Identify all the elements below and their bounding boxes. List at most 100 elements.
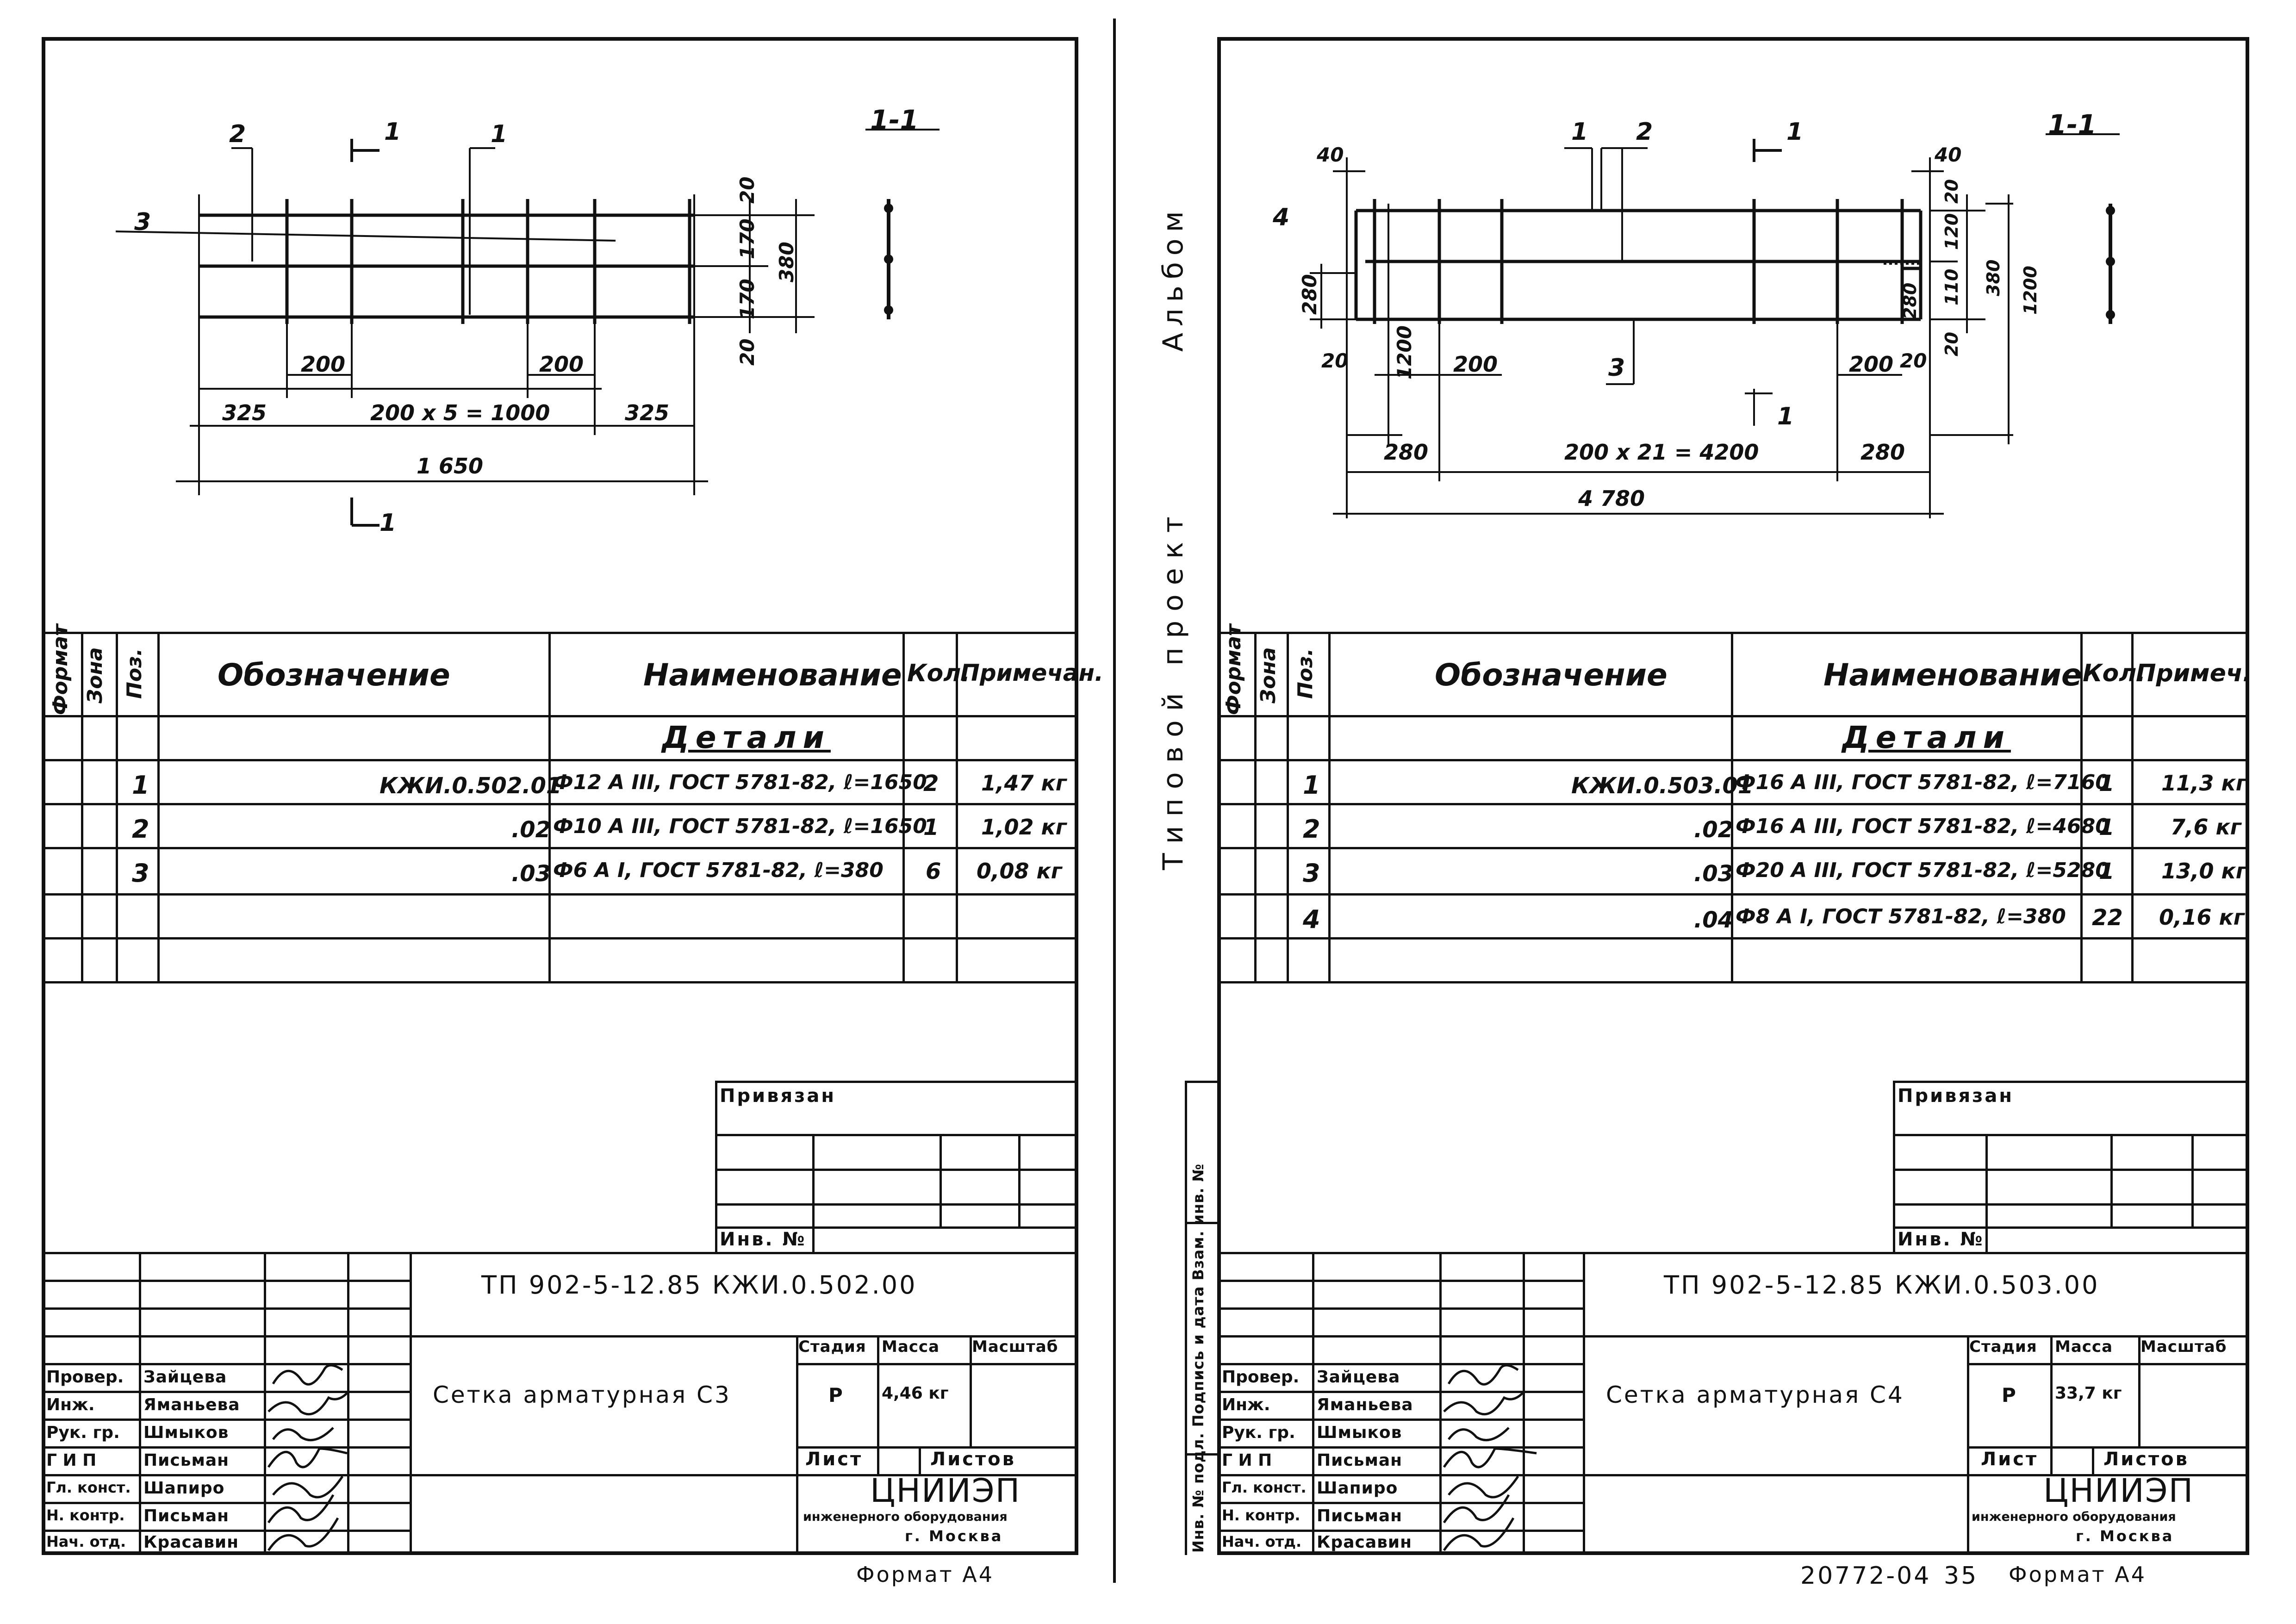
role-label: Провер.: [46, 1368, 124, 1387]
privyazan-label: Привязан: [720, 1085, 836, 1107]
role-label: Нач. отд.: [46, 1533, 126, 1550]
sheet-header: Лист: [805, 1449, 863, 1470]
role-label: Н. контр.: [1222, 1506, 1300, 1524]
mass-header: Масса: [2055, 1338, 2113, 1356]
dim-200: 200: [1453, 352, 1498, 377]
row-note: 1,47 кг: [981, 771, 1067, 796]
section-title: 1-1: [870, 104, 919, 136]
pos-label: 4: [1273, 204, 1290, 231]
role-label: Гл. конст.: [1222, 1479, 1307, 1496]
row-qty: 1: [2099, 815, 2115, 840]
role-label: Рук. гр.: [46, 1423, 120, 1442]
row-pos: 2: [132, 815, 149, 844]
privyazan-label: Привязан: [1898, 1085, 2014, 1107]
row-pos: 3: [1303, 859, 1320, 888]
row-qty: 6: [926, 859, 941, 884]
row-pos: 3: [132, 859, 149, 888]
role-label: Г И П: [46, 1451, 97, 1470]
row-designation: .03: [1694, 861, 1734, 887]
sheet-1-drawing: [115, 129, 940, 527]
format-label: Формат А4: [2009, 1562, 2147, 1587]
person-name: Шапиро: [143, 1479, 225, 1498]
pos-label: 1: [491, 120, 508, 148]
row-qty: 2: [923, 771, 939, 796]
row-note: 1,02 кг: [981, 815, 1067, 840]
row-designation: .02: [1694, 817, 1734, 843]
col-note: Примеч.: [2136, 660, 2252, 687]
col-qty: Кол.: [907, 660, 971, 687]
row-pos: 1: [132, 771, 149, 800]
dim-40: 40: [1935, 143, 1962, 166]
sheets-header: Листов: [930, 1449, 1016, 1470]
org-city: г. Москва: [2076, 1527, 2174, 1545]
dim-200: 200: [1849, 352, 1894, 377]
row-qty: 1: [923, 815, 939, 840]
row-designation: КЖИ.0.502.01: [380, 773, 562, 799]
dim-total: 4 780: [1578, 486, 1645, 511]
section-title: 1-1: [2048, 109, 2097, 140]
person-name: Красавин: [143, 1533, 239, 1552]
person-name: Зайцева: [143, 1368, 227, 1387]
doc-code: ТП 902-5-12.85 КЖИ.0.502.00: [481, 1270, 917, 1300]
row-note: 0,08 кг: [977, 859, 1062, 884]
dim-20: 20: [1900, 349, 1927, 372]
person-name: Шапиро: [1317, 1479, 1398, 1498]
person-name: Письман: [143, 1451, 230, 1470]
signatures: [1443, 1364, 1537, 1551]
org-city: г. Москва: [905, 1527, 1003, 1545]
sheet-divider: [1113, 19, 1116, 1583]
dim-40: 40: [1317, 143, 1344, 166]
row-qty: 1: [2099, 771, 2115, 796]
doc-title: Сетка арматурная С3: [433, 1381, 731, 1408]
col-name: Наименование: [1823, 657, 2082, 693]
row-pos: 1: [1303, 771, 1320, 800]
pos-label: 1: [1571, 118, 1588, 146]
pos-label: 3: [1608, 354, 1625, 382]
row-note: 7,6 кг: [2171, 815, 2241, 840]
row-qty: 22: [2092, 905, 2123, 931]
person-name: Письман: [1317, 1451, 1403, 1470]
row-pos: 4: [1303, 905, 1320, 934]
row-note: 13,0 кг: [2161, 859, 2247, 884]
person-name: Письман: [143, 1506, 230, 1525]
person-name: Шмыков: [143, 1423, 229, 1442]
sheet-header: Лист: [1981, 1449, 2039, 1470]
sheets-header: Листов: [2103, 1449, 2189, 1470]
person-name: Яманьева: [1317, 1395, 1413, 1414]
pos-label: 3: [134, 208, 151, 236]
row-designation: .03: [511, 861, 551, 887]
dim-total: 1 650: [417, 454, 484, 479]
dim-mid: 200 x 5 = 1000: [370, 400, 550, 425]
stage-value: Р: [2002, 1384, 2018, 1406]
format-label: Формат А4: [856, 1562, 994, 1587]
person-name: Письман: [1317, 1506, 1403, 1525]
dim-20: 20: [1321, 349, 1349, 372]
role-label: Г И П: [1222, 1451, 1272, 1470]
inv-no-label: Инв. №: [720, 1229, 807, 1250]
section-marker-top: 1: [1786, 118, 1804, 146]
row-designation: .04: [1694, 907, 1734, 933]
mass-value: 4,46 кг: [882, 1384, 949, 1403]
section-details: Детали: [1842, 720, 2011, 755]
dim-200: 200: [539, 352, 584, 377]
dim-325: 325: [222, 400, 267, 425]
person-name: Красавин: [1317, 1533, 1412, 1552]
scale-header: Масштаб: [972, 1338, 1058, 1356]
dim-325: 325: [625, 400, 670, 425]
role-label: Н. контр.: [46, 1506, 125, 1524]
row-name: Ф6 А I, ГОСТ 5781-82, ℓ=380: [553, 859, 884, 882]
row-name: Ф16 А III, ГОСТ 5781-82, ℓ=4680: [1736, 815, 2109, 838]
role-label: Провер.: [1222, 1368, 1300, 1387]
sheet-1-frame: [42, 37, 1078, 1555]
col-designation: Обозначение: [1435, 657, 1668, 693]
col-designation: Обозначение: [218, 657, 450, 693]
doc-title: Сетка арматурная С4: [1606, 1381, 1904, 1408]
row-note: 11,3 кг: [2161, 771, 2247, 796]
mass-value: 33,7 кг: [2055, 1384, 2122, 1403]
org-name: ЦНИИЭП: [870, 1472, 1021, 1510]
row-name: Ф12 А III, ГОСТ 5781-82, ℓ=1650: [553, 771, 927, 794]
inv-no-label: Инв. №: [1898, 1229, 1985, 1250]
page-number: 35: [1944, 1562, 1979, 1590]
role-label: Рук. гр.: [1222, 1423, 1295, 1442]
scale-header: Масштаб: [2140, 1338, 2227, 1356]
